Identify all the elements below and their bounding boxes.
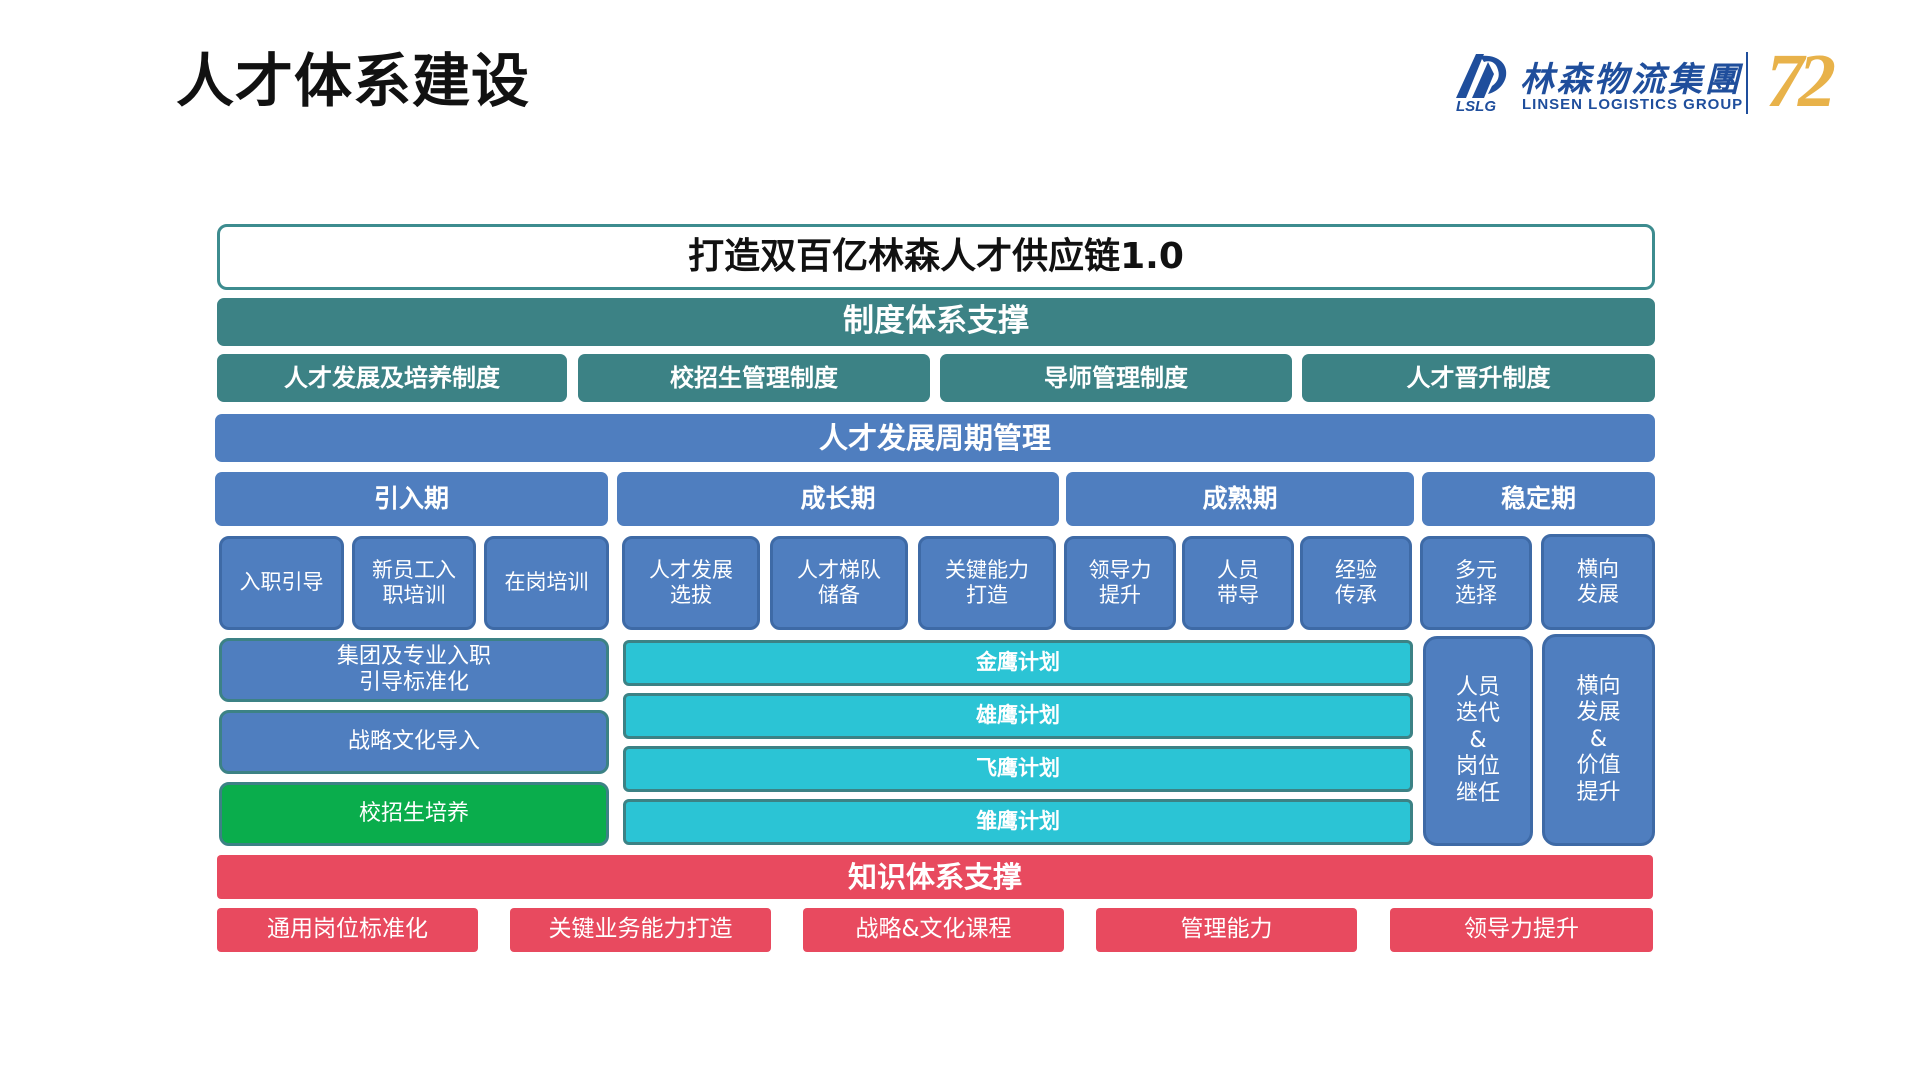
plan-bar: 雄鹰计划 [623, 693, 1413, 739]
mature-item: 经验 传承 [1300, 536, 1412, 630]
stable-outcome: 人员 迭代 & 岗位 继任 [1423, 636, 1533, 846]
system-item: 人才晋升制度 [1302, 354, 1655, 402]
intro-item: 入职引导 [219, 536, 344, 630]
knowledge-item: 领导力提升 [1390, 908, 1653, 952]
plan-bar: 金鹰计划 [623, 640, 1413, 686]
growth-item: 关键能力 打造 [918, 536, 1056, 630]
logo-mark-icon [1450, 50, 1512, 112]
logo-english-name: LINSEN LOGISTICS GROUP [1522, 96, 1744, 113]
knowledge-item: 管理能力 [1096, 908, 1357, 952]
knowledge-item: 通用岗位标准化 [217, 908, 478, 952]
phase-mature: 成熟期 [1066, 472, 1414, 526]
logo-abbr: LSLG [1456, 98, 1496, 115]
intro-program-campus: 校招生培养 [219, 782, 609, 846]
phase-growth: 成长期 [617, 472, 1059, 526]
intro-program: 集团及专业入职 引导标准化 [219, 638, 609, 702]
stable-item: 多元 选择 [1420, 536, 1532, 630]
cycle-header: 人才发展周期管理 [215, 414, 1655, 462]
intro-program: 战略文化导入 [219, 710, 609, 774]
plan-bar: 雏鹰计划 [623, 799, 1413, 845]
system-item: 导师管理制度 [940, 354, 1292, 402]
intro-item: 在岗培训 [484, 536, 609, 630]
phase-intro: 引入期 [215, 472, 608, 526]
knowledge-item: 关键业务能力打造 [510, 908, 771, 952]
logo-anniversary-number: 72 [1766, 39, 1836, 123]
system-item: 校招生管理制度 [578, 354, 930, 402]
mature-item: 领导力 提升 [1064, 536, 1176, 630]
company-logo: LSLG 林森物流集團 LINSEN LOGISTICS GROUP 72 [1450, 39, 1870, 130]
growth-item: 人才梯队 储备 [770, 536, 908, 630]
system-support-header: 制度体系支撑 [217, 298, 1655, 346]
stable-item: 横向 发展 [1541, 534, 1655, 630]
mature-item: 人员 带导 [1182, 536, 1294, 630]
logo-divider [1746, 52, 1748, 114]
stable-outcome: 横向 发展 & 价值 提升 [1542, 634, 1655, 846]
knowledge-item: 战略&文化课程 [803, 908, 1064, 952]
plan-bar: 飞鹰计划 [623, 746, 1413, 792]
headline-box: 打造双百亿林森人才供应链1.0 [217, 224, 1655, 290]
knowledge-support-header: 知识体系支撑 [217, 855, 1653, 899]
logo-chinese-name: 林森物流集團 [1520, 60, 1742, 100]
system-item: 人才发展及培养制度 [217, 354, 567, 402]
intro-item: 新员工入 职培训 [352, 536, 476, 630]
phase-stable: 稳定期 [1422, 472, 1655, 526]
page-title: 人才体系建设 [176, 47, 531, 115]
growth-item: 人才发展 选拔 [622, 536, 760, 630]
